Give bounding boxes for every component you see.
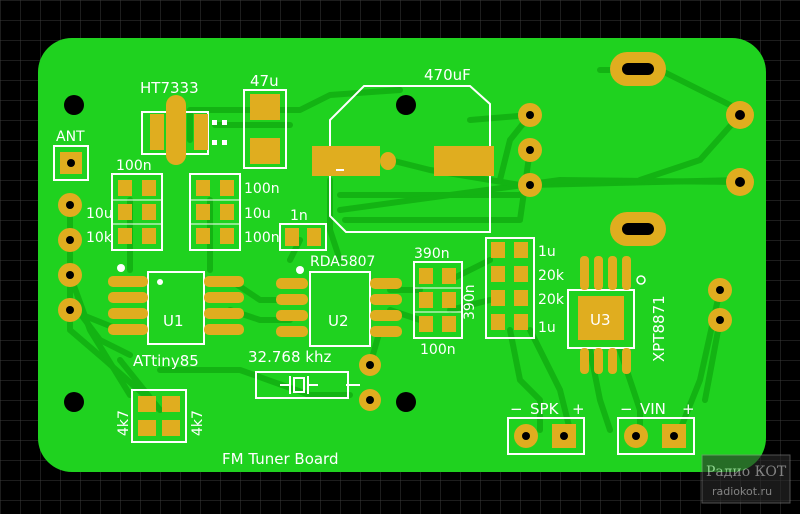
ht7333-regulator — [141, 95, 227, 165]
ant-connector — [53, 145, 89, 181]
label-10u-left: 10u — [86, 206, 113, 222]
resistors-4k7 — [131, 389, 187, 443]
mounting-holes — [64, 95, 416, 412]
label-vin-plus: + — [682, 400, 695, 418]
crystal-32k — [255, 371, 360, 399]
label-4k7-right: 4k7 — [190, 410, 206, 436]
label-390n-top: 390n — [414, 246, 450, 262]
label-20k-b: 20k — [538, 292, 565, 308]
cap-470uf — [312, 85, 494, 233]
u2-rda5807 — [276, 266, 402, 347]
cap-47u — [243, 89, 287, 169]
label-spk: SPK — [530, 400, 560, 418]
label-spk-plus: + — [572, 400, 585, 418]
slot-pads — [610, 52, 666, 246]
label-10u-right: 10u — [244, 206, 271, 222]
silkscreen-labels: ANT HT7333 47u 470uF 100n 100n 10u 10k 1… — [56, 66, 695, 468]
label-u3: U3 — [590, 311, 611, 329]
through-hole-pads — [58, 101, 754, 411]
smd-group-left — [111, 173, 163, 251]
watermark-logo: Радио КОТ radiokot.ru — [701, 454, 791, 504]
u1-attiny85 — [108, 264, 244, 345]
label-spk-minus: − — [510, 400, 523, 418]
board-title: FM Tuner Board — [222, 450, 338, 468]
vin-connector — [617, 417, 695, 455]
label-100n-bottom: 100n — [420, 342, 456, 358]
u3-xpt8871 — [567, 256, 646, 374]
label-rda5807: RDA5807 — [310, 254, 375, 270]
label-4k7-left: 4k7 — [116, 410, 132, 436]
smd-group-20k — [485, 237, 535, 339]
smd-group-390n — [413, 261, 463, 339]
label-vin: VIN — [640, 400, 666, 418]
label-10k-left: 10k — [86, 230, 113, 246]
watermark-line1: Радио КОТ — [706, 464, 787, 480]
watermark-line2: radiokot.ru — [712, 485, 772, 498]
smd-group-mid — [189, 173, 241, 251]
label-ant: ANT — [56, 129, 85, 145]
label-xpt8871: XPT8871 — [650, 295, 668, 362]
label-u1: U1 — [163, 312, 184, 330]
label-470uf: 470uF — [424, 66, 471, 84]
label-47u: 47u — [250, 72, 279, 90]
label-20k-a: 20k — [538, 268, 565, 284]
cap-1n — [279, 223, 327, 251]
label-attiny85: ATtiny85 — [133, 352, 199, 370]
label-100n-right: 100n — [244, 181, 280, 197]
label-crystal: 32.768 khz — [248, 348, 331, 366]
label-100n-top: 100n — [116, 158, 152, 174]
label-1u-a: 1u — [538, 244, 556, 260]
label-u2: U2 — [328, 312, 349, 330]
label-1u-b: 1u — [538, 320, 556, 336]
label-1n: 1n — [290, 208, 308, 224]
label-390n-side: 390n — [462, 284, 478, 320]
label-ht7333: HT7333 — [140, 79, 199, 97]
label-100n-right-low: 100n — [244, 230, 280, 246]
spk-connector — [507, 417, 585, 455]
label-vin-minus: − — [620, 400, 633, 418]
